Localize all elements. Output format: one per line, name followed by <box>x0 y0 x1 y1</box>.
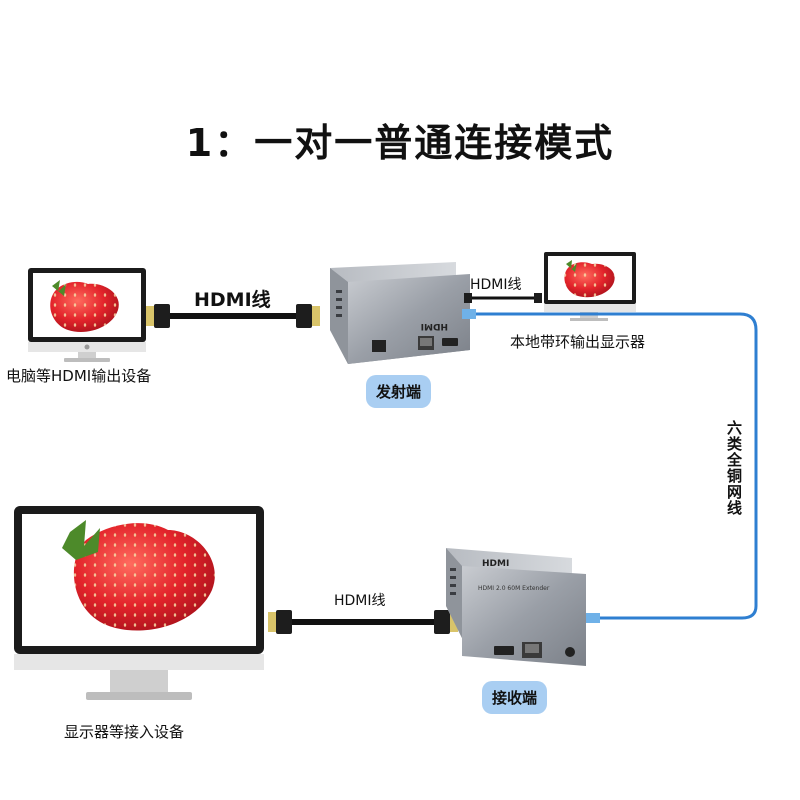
hdmi-cable-small-label: HDMI线 <box>470 274 522 294</box>
receiver-model-text: HDMI 2.0 60M Extender <box>478 585 550 592</box>
display-device-label: 显示器等接入设备 <box>64 721 184 742</box>
source-monitor <box>28 268 146 362</box>
transmitter-device: HDMI <box>330 262 470 364</box>
hdmi-cable-bottom <box>268 610 458 634</box>
hdmi-cable-top-label: HDMI线 <box>194 285 271 312</box>
display-monitor <box>14 506 264 700</box>
network-cable-label: 六类全铜网线 <box>724 420 745 516</box>
transmitter-badge: 发射端 <box>366 375 431 408</box>
receiver-badge: 接收端 <box>482 681 547 714</box>
local-loop-monitor-label: 本地带环输出显示器 <box>510 331 645 352</box>
hdmi-cable-bottom-label: HDMI线 <box>334 590 386 610</box>
local-loop-monitor <box>544 252 636 321</box>
receiver-device: HDMI HDMI 2.0 60M Extender <box>446 548 586 666</box>
transmitter-hdmi-logo: HDMI <box>421 321 448 331</box>
source-device-label: 电脑等HDMI输出设备 <box>6 365 151 386</box>
hdmi-cable-small <box>464 293 542 303</box>
receiver-hdmi-logo: HDMI <box>482 559 509 569</box>
